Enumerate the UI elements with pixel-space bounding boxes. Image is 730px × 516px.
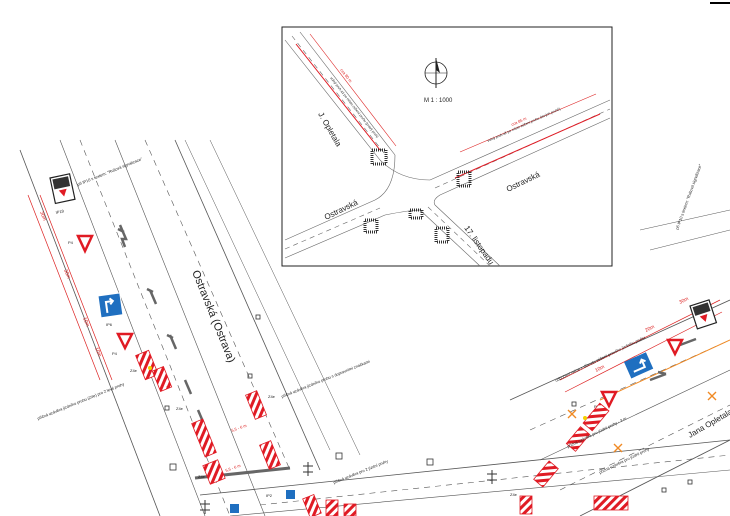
- lane-direction-sign-right: [624, 352, 654, 379]
- note-left-mid: příčná uzávěra jízdního pruhu (Z4e) pro …: [37, 381, 125, 421]
- sign-code-ip6-left: IP6: [106, 322, 113, 327]
- sign-code-ip19: IP19: [55, 208, 65, 215]
- dim-30m-b: 30m: [62, 269, 71, 280]
- sign-code-z4e-5: Z4e: [510, 492, 518, 497]
- dim-30m-r: 30m: [678, 296, 689, 306]
- note-right-top: při IP10 s textem: "Rušová signalizace": [674, 163, 703, 231]
- corner-mark: [710, 2, 730, 4]
- sign-code-z4e-4: Z4e: [268, 394, 276, 399]
- blue-sign-bottom: [230, 490, 295, 513]
- barriers-bottom: [302, 493, 357, 516]
- note-left-top: při IP10 s textem: "Rušová signalizace": [77, 156, 144, 187]
- inset-dim-ne: cca 85 m: [510, 115, 527, 126]
- dim-20m-r: 20m: [644, 324, 655, 334]
- yield-sign-2: [115, 332, 135, 351]
- note-bottom-center: příčná uzávěra pro 2 jízdní pruhy: [333, 458, 389, 485]
- dim-5m-b: 5,5 - 6 m: [225, 463, 242, 473]
- dim-30m-a: 30m: [38, 211, 47, 222]
- sign-code-ip2: IP2: [266, 493, 273, 498]
- utility-symbols: [200, 462, 497, 514]
- north-arrow-icon: [424, 58, 448, 88]
- barriers-right: [519, 402, 629, 515]
- inset-map: cca 80 m cca 85 m volný pruh až po místo…: [281, 26, 613, 267]
- poles: [164, 314, 434, 471]
- cross-markers: [567, 391, 717, 453]
- poles-right: [571, 401, 693, 493]
- inset-scale: M 1 : 1000: [424, 98, 453, 104]
- lane-direction-sign: [97, 292, 124, 319]
- sign-code-z4e-3: Z4e: [198, 474, 206, 479]
- sign-code-z4e-1: Z4e: [130, 368, 138, 373]
- sign-code-z4e-2: Z4e: [176, 406, 184, 411]
- dim-10m-b: 10m: [93, 347, 102, 358]
- dim-5m-a: 5,5 - 6 m: [231, 423, 248, 433]
- note-right-bottom: příčná uzávěra pro jízdní pruhy: [598, 446, 650, 475]
- yield-sign-1: [76, 234, 94, 254]
- sign-code-p4-left: P4: [68, 240, 74, 245]
- sign-code-p4-left-2: P4: [112, 351, 118, 356]
- yield-sign-right-1: [665, 338, 685, 357]
- street-label-ostravska: Ostravská (Ostrava): [189, 269, 237, 365]
- barriers-left: [135, 349, 281, 485]
- signal-board-sign: [49, 173, 76, 205]
- yield-sign-right-2: [599, 390, 619, 409]
- signal-board-sign-right: [689, 299, 718, 330]
- dimension-lines-left: [27, 194, 113, 381]
- dim-10m-a: 10m: [81, 317, 90, 328]
- dim-10m-r: 10m: [594, 364, 605, 374]
- note-center: příčná uzávěra jízdního pruhu s dopravní…: [281, 359, 371, 399]
